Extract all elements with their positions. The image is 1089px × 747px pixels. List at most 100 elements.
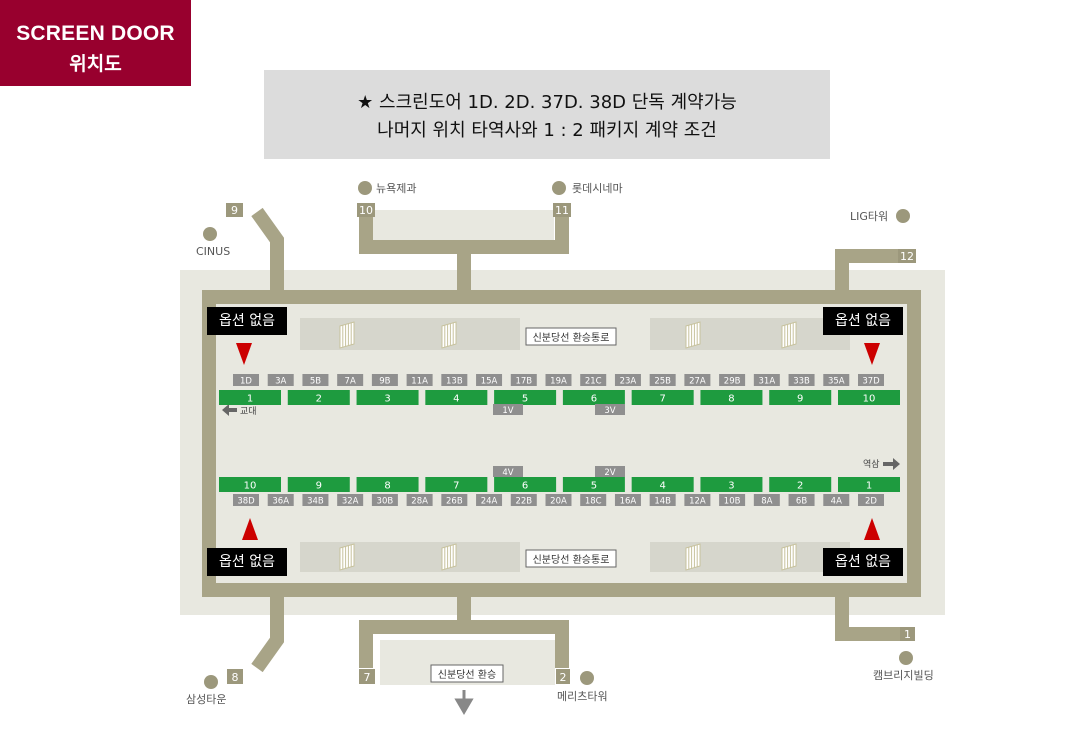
escalator-body <box>685 543 701 571</box>
extra-door-label: 4V <box>502 468 513 478</box>
top-platform-door: 23A <box>614 374 641 387</box>
car-label: 9 <box>797 394 803 405</box>
exit-12-dot <box>896 209 910 223</box>
option-tag-top-right: 옵션 없음 <box>823 307 903 335</box>
exit-2-dot <box>580 671 594 685</box>
bottom-platform-car: 3 <box>700 477 763 492</box>
door-box <box>510 374 537 386</box>
bottom-platform-door: 18C <box>580 494 607 507</box>
bottom-platform-door: 36A <box>267 494 294 507</box>
door-box <box>858 494 884 506</box>
bottom-platform-door: 32A <box>337 494 364 507</box>
bottom-platform-door: 14B <box>649 494 676 507</box>
escalator-body <box>781 321 797 349</box>
top-platform-door: 25B <box>649 374 676 387</box>
car-box <box>838 390 900 405</box>
top-platform-door: 29B <box>719 374 746 387</box>
door-box <box>719 374 746 386</box>
top-platform-car: 8 <box>700 390 763 405</box>
door-label: 17B <box>515 377 532 387</box>
door-label: 2D <box>865 497 877 507</box>
car-box <box>838 477 900 492</box>
car-box <box>769 390 832 405</box>
door-label: 34B <box>307 497 324 507</box>
door-label: 33B <box>793 377 810 387</box>
stair-area-top <box>300 318 850 350</box>
door-label: 28A <box>411 497 428 507</box>
exit-10-dot <box>358 181 372 195</box>
bottom-platform-car: 2 <box>769 477 832 492</box>
exit-7: 7 <box>359 669 375 684</box>
car-box <box>700 477 763 492</box>
top-platform-door: 37D <box>858 374 884 387</box>
door-label: 19A <box>550 377 567 387</box>
option-tag-bottom-left: 옵션 없음 <box>207 548 287 576</box>
bottom-platform-door: 30B <box>371 494 398 507</box>
bottom-platform-door: 38D <box>233 494 259 507</box>
escalators <box>339 321 797 571</box>
bottom-platform-car: 7 <box>425 477 488 492</box>
marker-2d-icon <box>864 518 880 540</box>
top-platform-car: 2 <box>287 390 350 405</box>
car-label: 5 <box>522 394 528 405</box>
door-label: 29B <box>724 377 741 387</box>
car-label: 9 <box>316 481 322 492</box>
door-label: 31A <box>759 377 776 387</box>
option-tag-top-left: 옵션 없음 <box>207 307 287 335</box>
top-platform-door: 15A <box>476 374 503 387</box>
door-box <box>545 494 572 506</box>
escalator-body <box>441 543 457 571</box>
main-corridor-loop <box>202 290 921 597</box>
car-label: 2 <box>797 481 803 492</box>
top-platform-door: 27A <box>684 374 711 387</box>
bottom-platform-door: 6B <box>788 494 815 507</box>
door-label: 35A <box>828 377 845 387</box>
escalator-body <box>339 543 355 571</box>
down-arrow-icon <box>454 690 474 715</box>
car-box <box>700 390 763 405</box>
car-box <box>494 477 557 492</box>
car-label: 3 <box>728 481 734 492</box>
top-platform-car: 6 <box>562 390 625 405</box>
exit-2-number: 2 <box>560 671 567 684</box>
bottom-platform-door: 4A <box>823 494 850 507</box>
top-platform-door: 3A <box>267 374 294 387</box>
door-box <box>267 494 294 506</box>
door-label: 22B <box>515 497 532 507</box>
escalator-body <box>441 321 457 349</box>
door-label: 26B <box>446 497 463 507</box>
bottom-platform-door: 28A <box>406 494 433 507</box>
door-label: 25B <box>654 377 671 387</box>
door-label: 8A <box>761 497 772 507</box>
exit-8-place: 삼성타운 <box>186 693 226 706</box>
car-label: 2 <box>316 394 322 405</box>
escalator-icon <box>685 543 701 571</box>
door-label: 21C <box>585 377 602 387</box>
door-label: 9B <box>379 377 390 387</box>
escalator-icon <box>781 543 797 571</box>
door-box <box>719 494 746 506</box>
corridors <box>202 205 921 673</box>
notice-line-2: 나머지 위치 타역사와 1 : 2 패키지 계약 조건 <box>377 120 717 141</box>
exit-10-place: 뉴욕제과 <box>376 182 416 195</box>
car-label: 7 <box>453 481 459 492</box>
door-label: 10B <box>724 497 741 507</box>
left-arrow-icon <box>222 404 237 416</box>
door-label: 36A <box>272 497 289 507</box>
door-box <box>476 374 503 386</box>
extra-door-box <box>493 466 523 477</box>
door-box <box>441 494 468 506</box>
extra-door-box <box>595 404 625 415</box>
exit-2-place: 메리츠타워 <box>557 690 608 703</box>
exit-1-dot <box>899 651 913 665</box>
exit-9-place: CINUS <box>196 245 230 258</box>
transfer-text-bottom: 신분당선 환승통로 <box>533 554 610 566</box>
door-label: 5B <box>310 377 321 387</box>
exit-10-box <box>357 203 375 217</box>
stair-areas <box>300 318 850 572</box>
top-platform-extra-3v: 3V <box>595 404 625 416</box>
car-label: 5 <box>591 481 597 492</box>
car-label: 10 <box>244 481 257 492</box>
door-box <box>267 374 294 386</box>
